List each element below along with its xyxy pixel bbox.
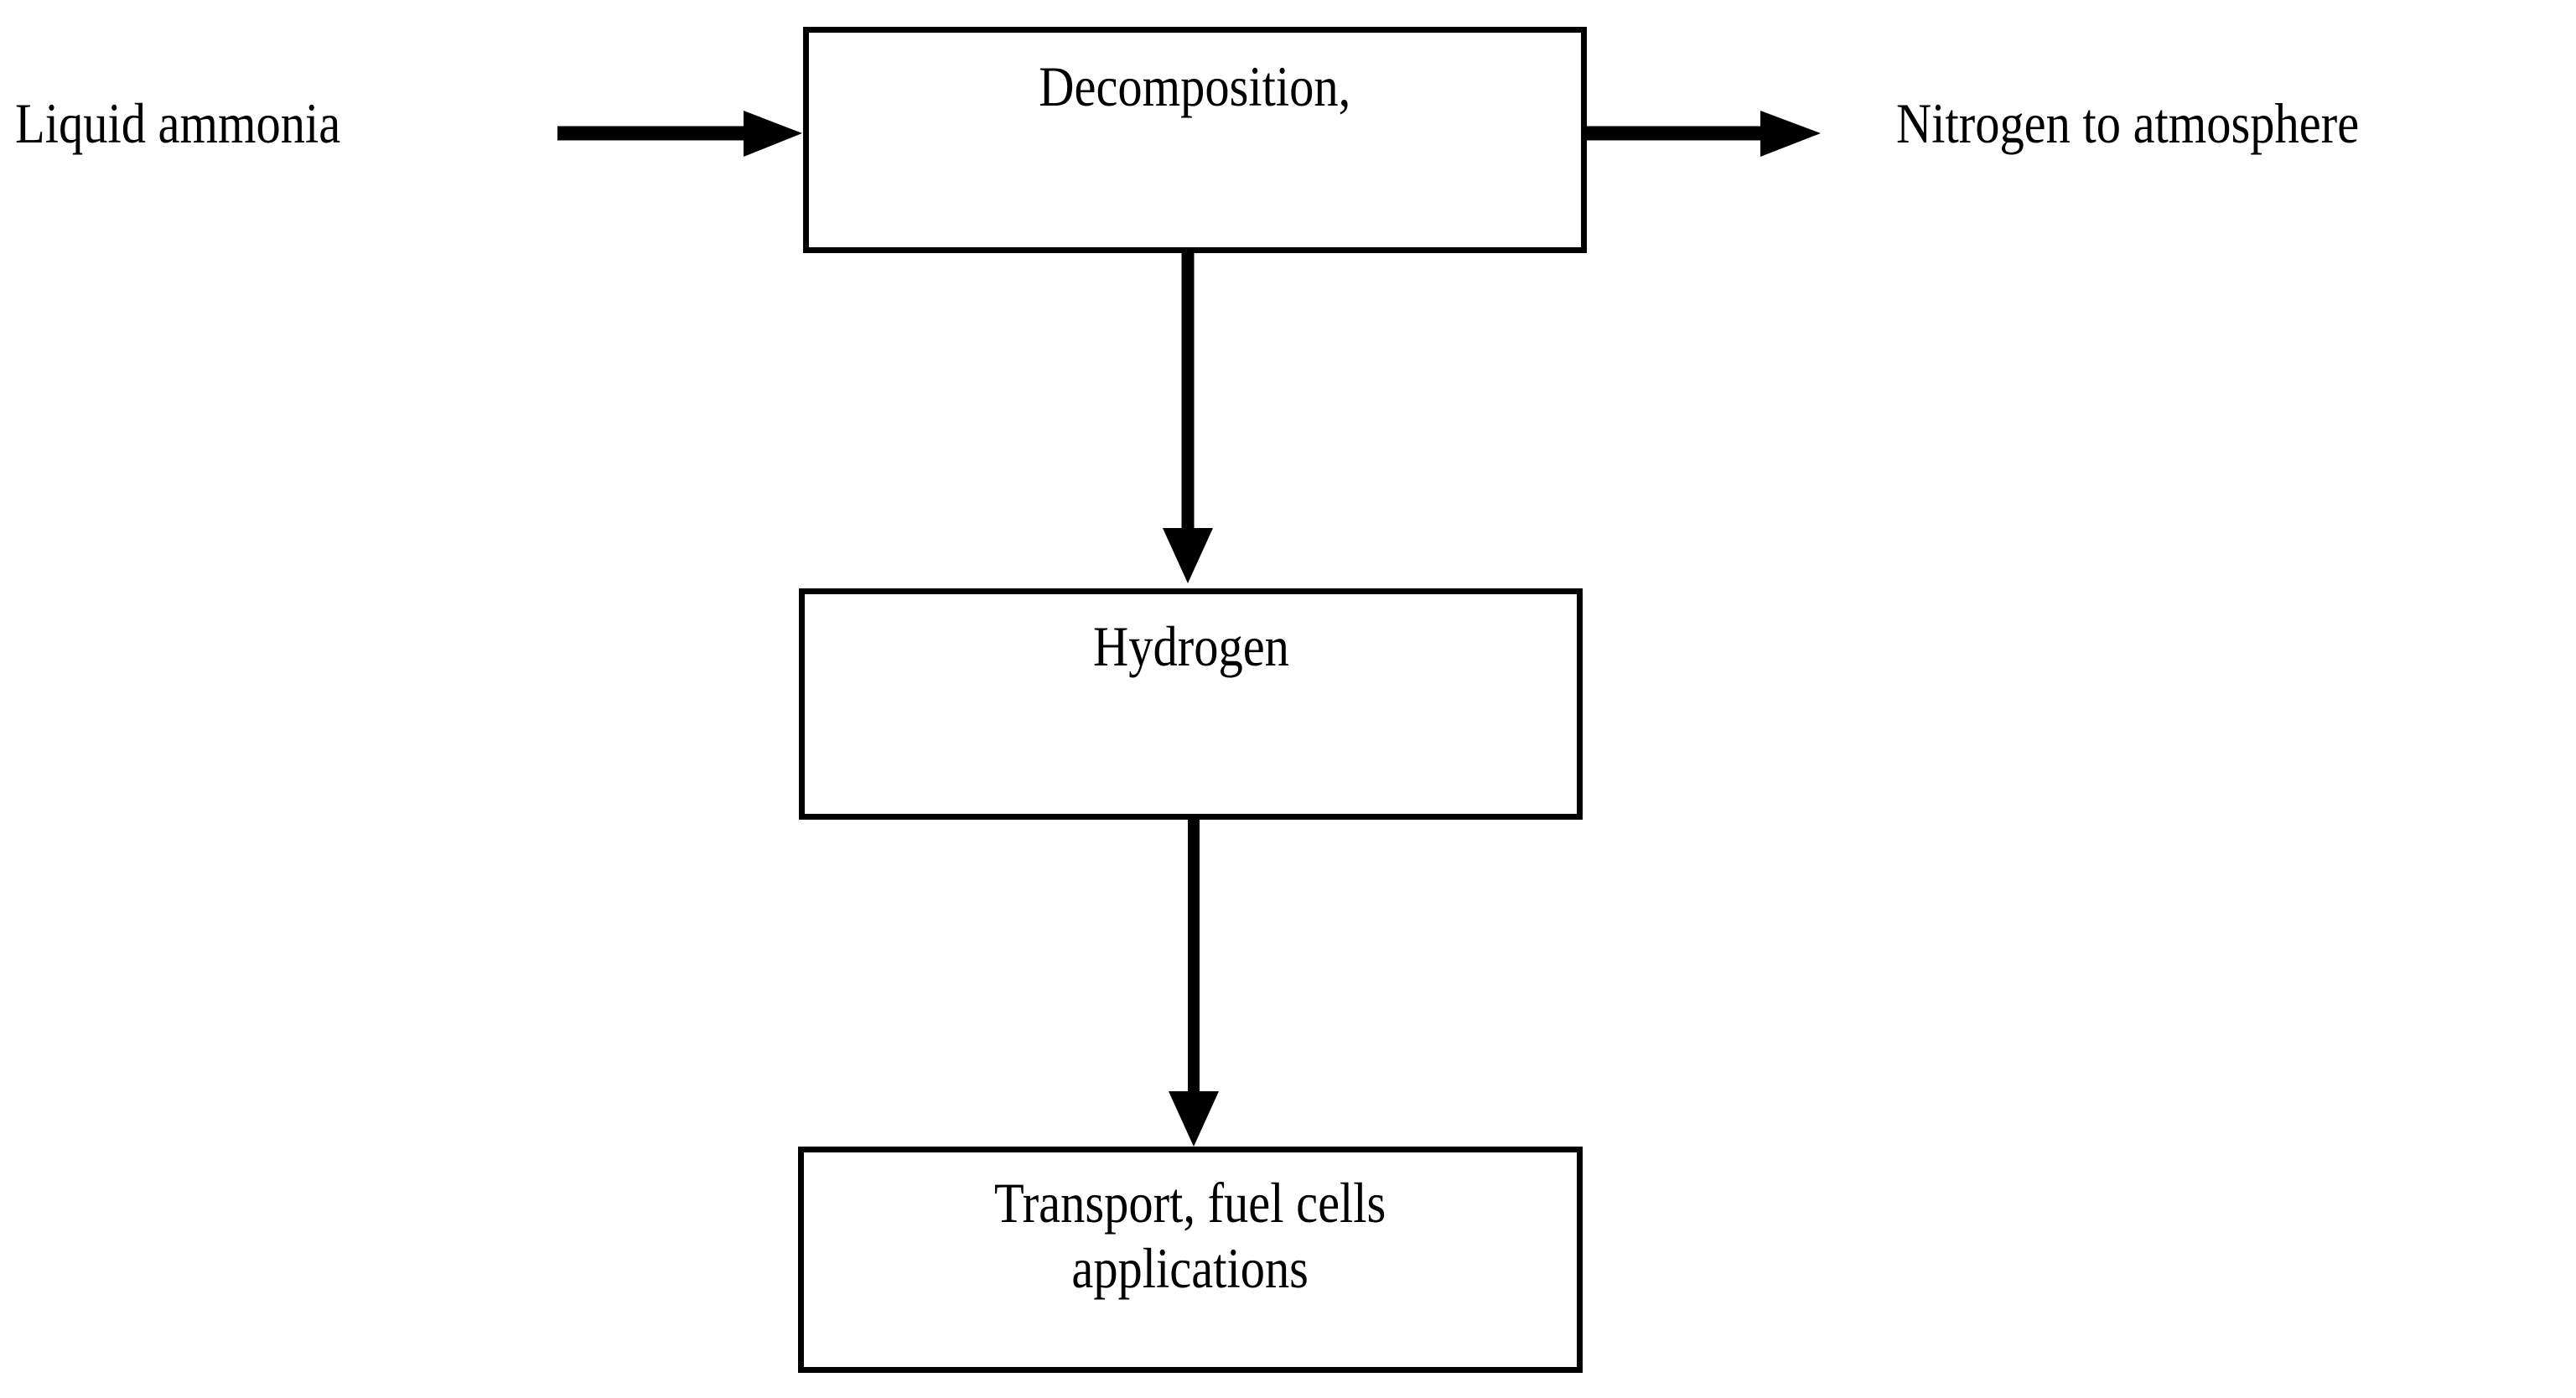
arrow-input-to-decomposition (557, 106, 805, 164)
label-nitrogen-to-atmosphere: Nitrogen to atmosphere (1896, 91, 2360, 155)
label-liquid-ammonia: Liquid ammonia (15, 91, 341, 155)
arrow-hydrogen-to-applications (1164, 818, 1231, 1150)
arrow-decomposition-to-output (1583, 106, 1826, 164)
node-decomposition-label: Decomposition, (1039, 54, 1351, 118)
node-hydrogen[interactable]: Hydrogen (799, 588, 1583, 820)
node-decomposition[interactable]: Decomposition, (803, 27, 1587, 253)
node-hydrogen-label: Hydrogen (1092, 614, 1289, 678)
arrow-decomposition-to-hydrogen (1157, 251, 1224, 587)
node-applications-label: Transport, fuel cells applications (994, 1171, 1386, 1300)
node-applications[interactable]: Transport, fuel cells applications (798, 1147, 1583, 1373)
